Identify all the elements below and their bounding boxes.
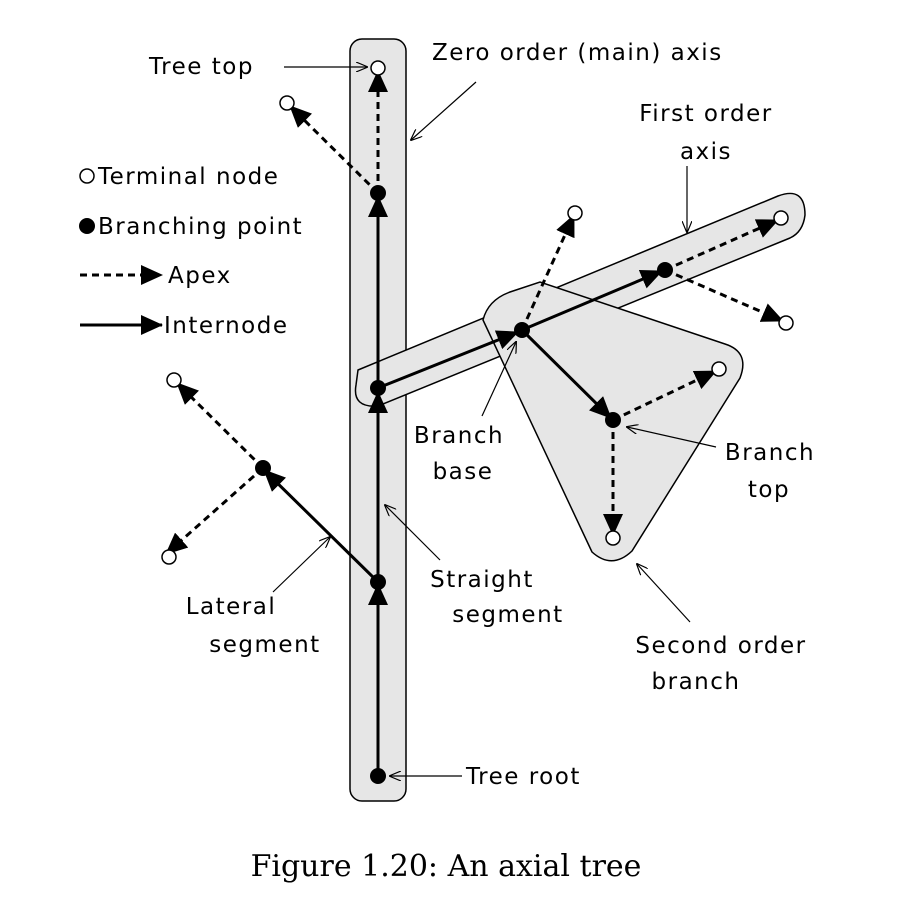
branching-point [255, 460, 271, 476]
apex [664, 268, 784, 323]
internode [377, 330, 519, 390]
tree-root-label: Tree root [465, 764, 581, 790]
zero-order-axis-label: Zero order (main) axis [432, 40, 723, 66]
apex [175, 381, 265, 470]
tree-top-label: Tree top [148, 54, 254, 80]
legend-branching-icon [79, 218, 95, 234]
terminal-node [567, 205, 583, 221]
second-order-branch-leader [637, 564, 691, 623]
branching-point [370, 768, 386, 784]
legend-terminal-icon [79, 168, 95, 184]
apex [520, 214, 576, 331]
first-order-axis-label: axis [680, 139, 732, 165]
internode [521, 269, 663, 332]
apex [288, 104, 380, 195]
branching-point [370, 185, 386, 201]
legend-terminal-label: Terminal node [97, 164, 279, 190]
branch-top-leader [627, 427, 717, 448]
first-order-axis-label: First order [639, 101, 773, 127]
straight-segment-label: Straight [430, 567, 534, 593]
second-order-branch-label: Second order [635, 633, 806, 659]
lateral-segment-leader [272, 537, 330, 593]
terminal-node [605, 530, 621, 546]
internode [262, 468, 380, 584]
straight-segment-leader [385, 505, 441, 561]
branching-point [605, 412, 621, 428]
terminal-node [279, 95, 295, 111]
terminal-node [778, 315, 794, 331]
terminal-node [161, 549, 177, 565]
branch-top-label: top [748, 477, 790, 503]
zero-order-axis-leader [411, 81, 477, 140]
branch-base-leader [481, 342, 516, 417]
lateral-segment-label: Lateral [186, 594, 277, 620]
terminal-node [166, 372, 182, 388]
branching-point [370, 380, 386, 396]
legend-apex-label: Apex [168, 263, 232, 289]
branching-point [370, 574, 386, 590]
legend-branching-label: Branching point [98, 214, 303, 240]
apex [664, 218, 779, 272]
internode [520, 328, 613, 420]
branching-point [514, 322, 530, 338]
terminal-node [773, 210, 789, 226]
branch-top-label: Branch [725, 440, 815, 466]
terminal-node [370, 60, 386, 76]
branch-base-label: base [433, 459, 494, 485]
figure-caption: Figure 1.20: An axial tree [251, 849, 642, 884]
branching-point [657, 262, 673, 278]
terminal-node [711, 361, 727, 377]
lateral-segment-label: segment [209, 632, 320, 658]
straight-segment-label: segment [452, 602, 563, 628]
legend: Terminal node Branching point Apex Inter… [79, 164, 303, 339]
branch-base-label: Branch [414, 423, 504, 449]
legend-internode-label: Internode [164, 313, 288, 339]
apex [165, 466, 264, 556]
second-order-branch-label: branch [652, 669, 741, 695]
